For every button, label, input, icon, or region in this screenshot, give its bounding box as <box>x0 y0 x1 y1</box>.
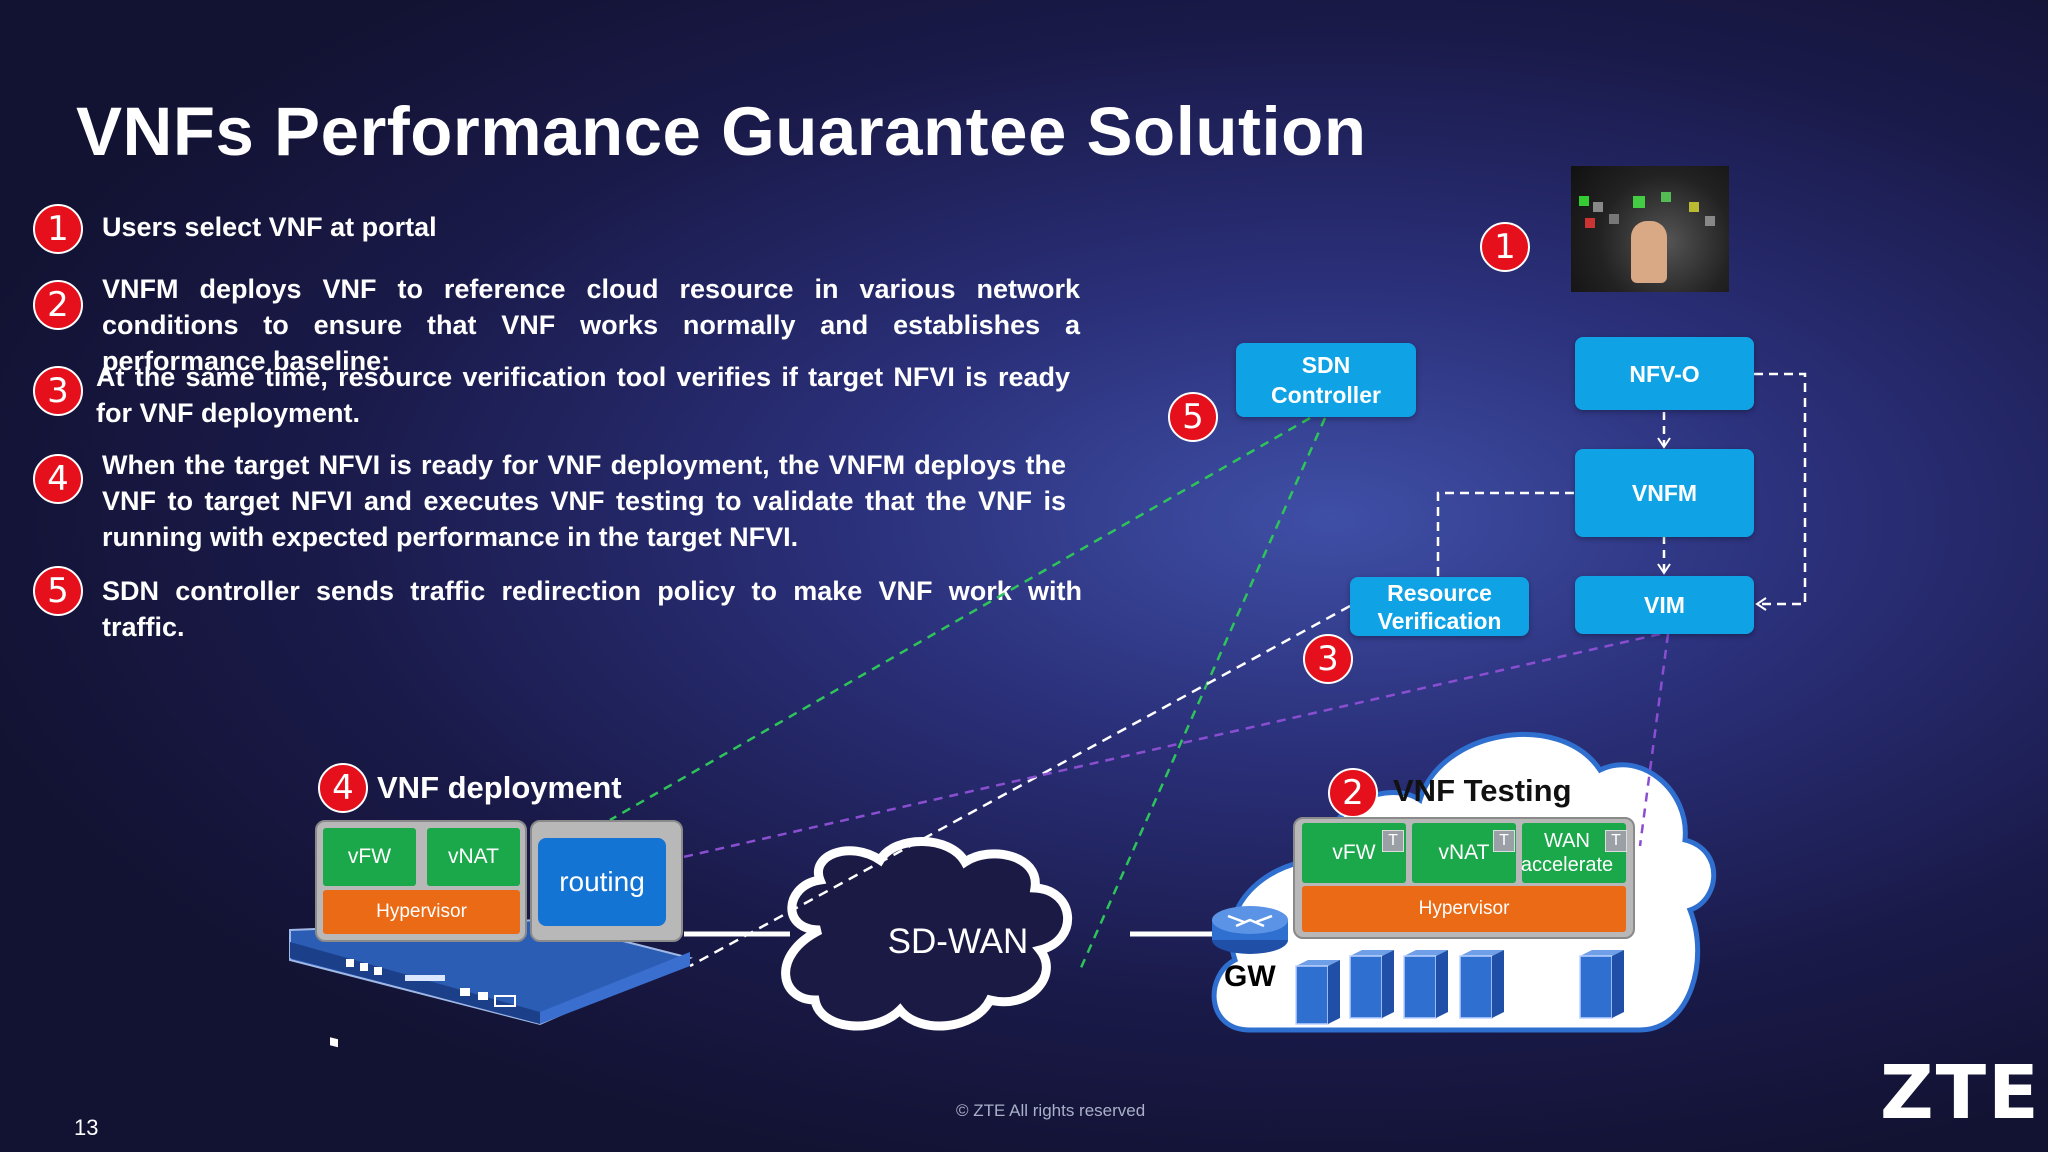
vnfm-box: VNFM <box>1575 449 1754 537</box>
sdwan-label: SD-WAN <box>887 922 1029 961</box>
sdwan-cloud <box>781 837 1072 1031</box>
step-2-badge: 2 <box>33 280 83 330</box>
slide-title: VNFs Performance Guarantee Solution <box>76 93 1367 170</box>
vnf-testing-label: VNF Testing <box>1393 773 1572 808</box>
deploy-vfw: vFW <box>323 828 416 886</box>
test-vnat-t-badge: T <box>1493 830 1515 852</box>
step-1-badge: 1 <box>33 204 83 254</box>
server-rack-icons <box>1295 950 1624 1025</box>
deployment-step-badge: 4 <box>318 763 368 813</box>
page-number: 13 <box>74 1115 99 1140</box>
step-5-text: SDN controller sends traffic redirection… <box>102 576 1082 642</box>
testing-step-badge: 2 <box>1328 768 1378 818</box>
deploy-hypervisor: Hypervisor <box>323 890 520 934</box>
step-5-badge: 5 <box>33 566 83 616</box>
step-1-text: Users select VNF at portal <box>102 212 437 242</box>
resource-verification-box: Resource Verification <box>1350 577 1529 636</box>
vnf-deployment-label: VNF deployment <box>377 770 622 805</box>
portal-touch-image <box>1571 166 1729 292</box>
step-2-text: VNFM deploys VNF to reference cloud reso… <box>102 274 1080 376</box>
test-vfw-t-badge: T <box>1382 830 1404 852</box>
zte-logo: ZTE <box>1880 1050 2041 1136</box>
sdn-controller-box: SDN Controller <box>1236 343 1416 417</box>
step-4-text: When the target NFVI is ready for VNF de… <box>102 450 1066 552</box>
routing-module: routing <box>538 838 666 926</box>
deploy-vnat: vNAT <box>427 828 520 886</box>
appliance-chassis <box>289 918 694 1048</box>
vim-box: VIM <box>1575 576 1754 634</box>
portal-step-badge: 1 <box>1480 222 1530 272</box>
test-hypervisor: Hypervisor <box>1302 886 1626 932</box>
step-4-badge: 4 <box>33 454 83 504</box>
gw-router-icon <box>1212 906 1288 954</box>
test-wan-t-badge: T <box>1605 830 1627 852</box>
step-3-badge: 3 <box>33 366 83 416</box>
verification-step-badge: 3 <box>1303 634 1353 684</box>
nfvo-box: NFV-O <box>1575 337 1754 410</box>
step-3-text: At the same time, resource verification … <box>96 362 1070 428</box>
copyright-text: © ZTE All rights reserved <box>956 1101 1146 1120</box>
gw-label: GW <box>1224 960 1276 993</box>
sdn-step-badge: 5 <box>1168 392 1218 442</box>
